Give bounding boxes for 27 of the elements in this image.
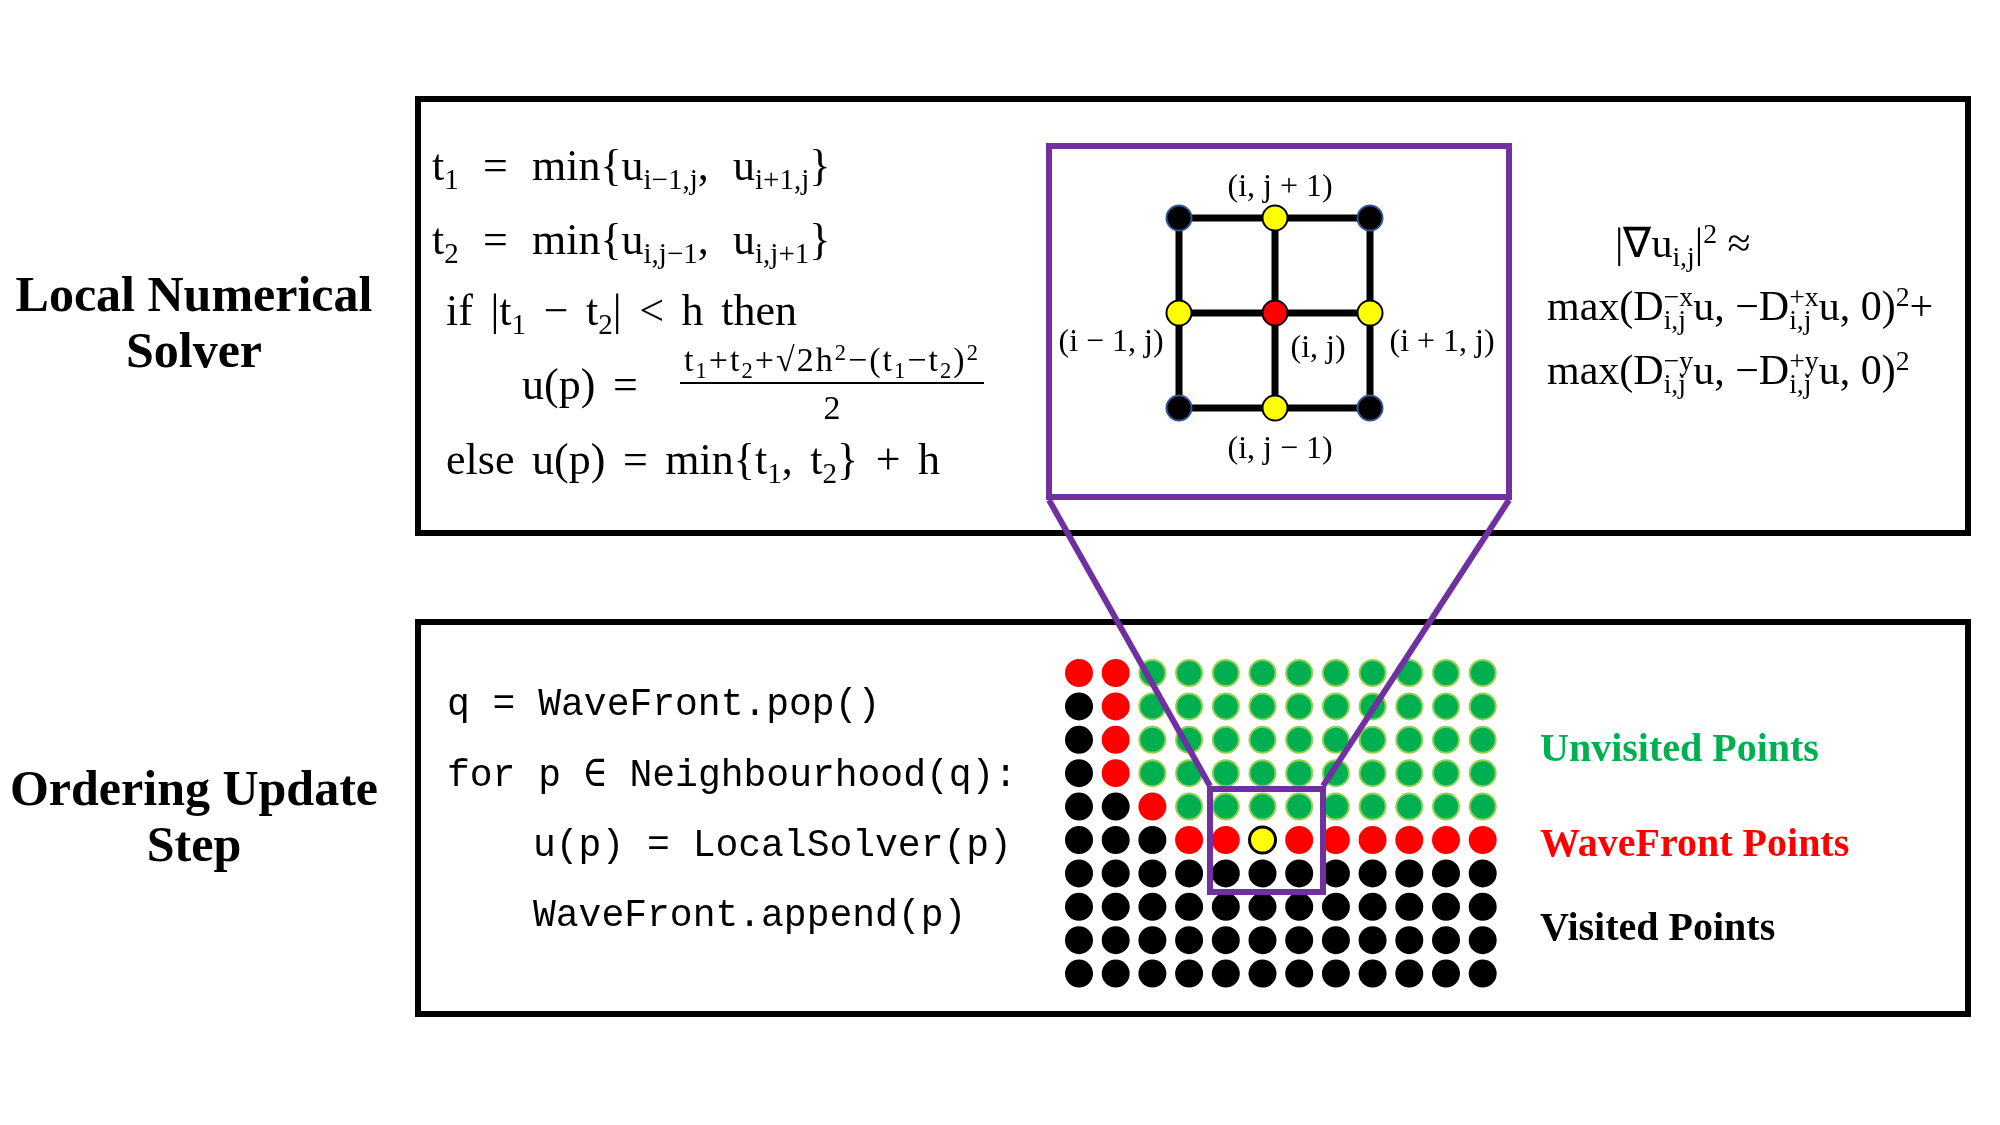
math-formula: if |t$_{1}$ − t$_{2}$| < h then — [446, 284, 797, 338]
math-formula: t$_{1}$ = min{u$_{i−1,j}$, u$_{i+1,j}$} — [432, 139, 831, 193]
math-formula: t$_{1}$+t$_{2}$+√2h$^{2}$−(t$_{1}$−t$_{2}$)$^{2}$ — [680, 340, 984, 384]
panel-frame — [415, 96, 1971, 536]
code-line: WaveFront.append(p) — [533, 893, 967, 939]
code-line: for p ∈ Neighbourhood(q): — [447, 753, 1018, 799]
legend-label: Unvisited Points — [1540, 724, 1819, 772]
legend-label: WaveFront Points — [1540, 819, 1850, 867]
math-formula: else u(p) = min{t$_{1}$, t$_{2}$} + h — [446, 433, 941, 487]
grid-point-label: (i, j) — [1290, 327, 1346, 366]
grid-point-label: (i, j − 1) — [1227, 428, 1333, 467]
grid-point-label: (i, j + 1) — [1227, 166, 1333, 205]
math-formula: 2 — [823, 387, 841, 428]
inset-frame — [1046, 143, 1512, 500]
legend-label: Visited Points — [1540, 903, 1776, 951]
code-line: u(p) = LocalSolver(p) — [533, 823, 1012, 869]
panel-frame — [415, 619, 1971, 1017]
math-formula: u(p) = — [522, 358, 638, 411]
zoom-line — [1046, 498, 1213, 788]
panel-heading: Local Numerical Solver — [14, 266, 374, 378]
math-formula: t$_{2}$ = min{u$_{i,j−1}$, u$_{i,j+1}$} — [432, 213, 831, 267]
code-line: q = WaveFront.pop() — [447, 682, 881, 728]
zoom-line — [1320, 498, 1512, 788]
highlight-frame — [1207, 786, 1326, 895]
panel-heading: Ordering Update Step — [8, 760, 379, 872]
grid-point-label: (i + 1, j) — [1389, 321, 1495, 360]
grid-point-label: (i − 1, j) — [1058, 321, 1164, 360]
